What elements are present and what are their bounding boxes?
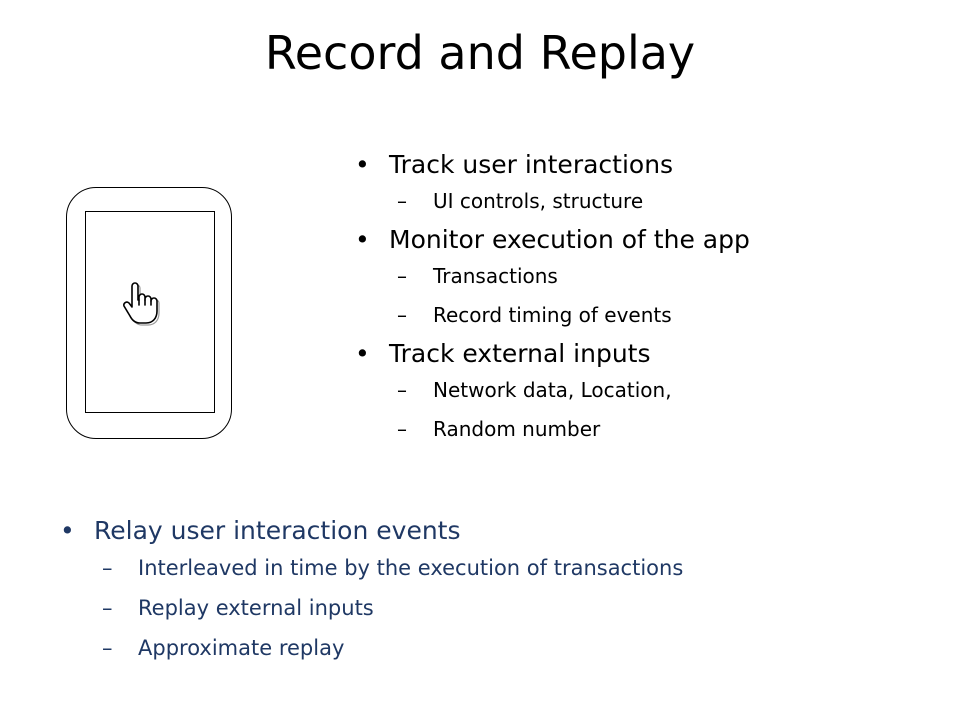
upper-bullet-list: Track user interactions – UI controls, st… (355, 146, 945, 449)
dash-marker: – (102, 596, 113, 620)
sub-bullet-text: Replay external inputs (138, 596, 374, 620)
sub-bullet-item: – Approximate replay (60, 628, 940, 668)
phone-screen (85, 211, 215, 413)
sub-bullet-text: Interleaved in time by the execution of … (138, 556, 684, 580)
sub-bullet-text: Approximate replay (138, 636, 345, 660)
dash-marker: – (397, 189, 407, 213)
sub-bullet-item: – Replay external inputs (60, 588, 940, 628)
lower-bullet-list: Relay user interaction events – Interleav… (60, 514, 940, 668)
sub-bullet-text: Transactions (433, 264, 558, 288)
sub-bullet-text: Network data, Location, (433, 378, 672, 402)
dash-marker: – (102, 636, 113, 660)
sub-bullet-text: Record timing of events (433, 303, 672, 327)
bullet-item: Monitor execution of the app (355, 223, 945, 257)
sub-bullet-item: – Random number (355, 410, 945, 449)
sub-bullet-text: Random number (433, 417, 601, 441)
sub-bullet-item: – Record timing of events (355, 296, 945, 335)
sub-bullet-text: UI controls, structure (433, 189, 644, 213)
hand-pointer-icon (123, 282, 160, 326)
phone-outline-icon (66, 187, 232, 439)
dash-marker: – (397, 417, 407, 441)
bullet-item: Track external inputs (355, 337, 945, 371)
bullet-item: Relay user interaction events (60, 514, 940, 548)
dash-marker: – (397, 303, 407, 327)
sub-bullet-item: – Transactions (355, 257, 945, 296)
slide-title: Record and Replay (264, 26, 696, 80)
sub-bullet-item: – Network data, Location, (355, 371, 945, 410)
dash-marker: – (397, 264, 407, 288)
dash-marker: – (102, 556, 113, 580)
sub-bullet-item: – Interleaved in time by the execution of… (60, 548, 940, 588)
dash-marker: – (397, 378, 407, 402)
bullet-item: Track user interactions (355, 148, 945, 182)
sub-bullet-item: – UI controls, structure (355, 182, 945, 221)
